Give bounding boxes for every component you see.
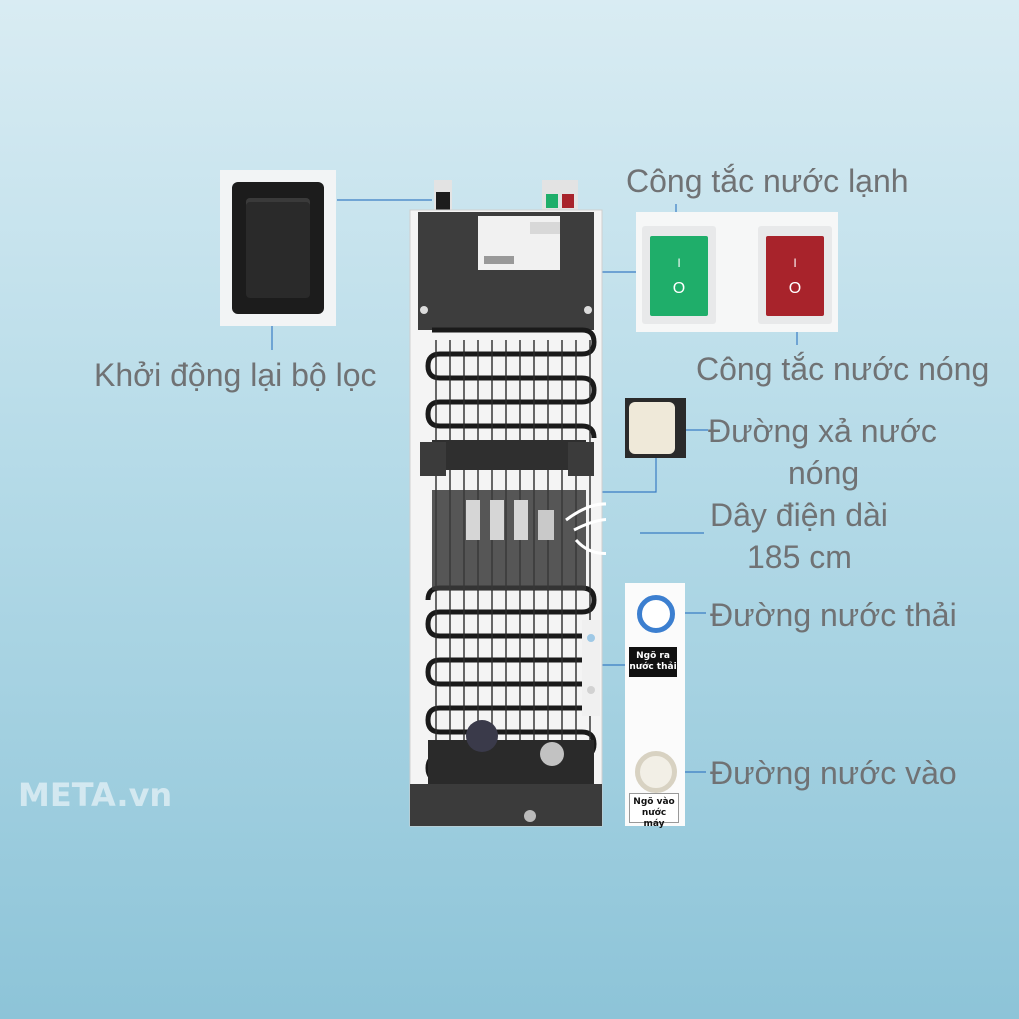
hot-switch-rocker: I O — [766, 236, 824, 316]
leader-hot-drain — [600, 456, 657, 493]
inlet-port-fitting — [635, 751, 677, 793]
outlet-tag: Ngõ ra nước thải — [629, 647, 677, 677]
cold-switch-on-mark: I — [677, 256, 681, 270]
watermark-logo: META.vn — [18, 776, 173, 814]
filter-reset-rocker — [246, 198, 310, 298]
outlet-tag-line2: nước thải — [629, 662, 677, 672]
dispenser-rear-view — [409, 180, 606, 827]
waste-port-fitting — [637, 595, 675, 633]
bottom-plate — [410, 784, 602, 826]
cold-switch-off-mark: O — [672, 280, 686, 297]
filter-reset-switch-housing — [232, 182, 324, 314]
hot-drain-zoom-panel — [625, 398, 686, 458]
hot-switch-housing: I O — [758, 226, 832, 324]
hot-drain-cap — [629, 402, 675, 454]
valve-section — [432, 490, 586, 590]
label-water-inlet: Đường nước vào — [710, 755, 957, 791]
outlet-tag-line1: Ngõ ra — [636, 651, 670, 661]
filter-reset-zoom-panel — [220, 170, 336, 326]
label-power-cord-line2: 185 cm — [747, 539, 852, 575]
label-waste-water: Đường nước thải — [710, 597, 957, 633]
inlet-tag: Ngõ vào nước máy — [629, 793, 679, 829]
label-power-cord-line1: Dây điện dài — [710, 497, 888, 533]
cold-switch-housing: I O — [642, 226, 716, 324]
inlet-tag-line1: Ngõ vào — [633, 797, 675, 807]
hot-switch-on-mark: I — [793, 256, 797, 270]
switch-zoom-panel: I O I O — [636, 212, 838, 332]
label-filter-reset: Khởi động lại bộ lọc — [94, 357, 377, 393]
label-hot-switch: Công tắc nước nóng — [696, 351, 990, 387]
label-hot-drain-line2: nóng — [788, 455, 860, 491]
hot-switch-off-mark: O — [788, 280, 802, 297]
ports-zoom-panel: Ngõ ra nước thải Ngõ vào nước máy — [625, 583, 685, 829]
tank-section — [432, 440, 586, 470]
compressor-base — [428, 740, 594, 790]
inlet-tag-line2: nước máy — [641, 808, 667, 829]
cold-switch-rocker: I O — [650, 236, 708, 316]
label-cold-switch: Công tắc nước lạnh — [626, 163, 909, 199]
label-hot-drain-line1: Đường xả nước — [708, 413, 937, 449]
power-cord — [565, 502, 606, 555]
